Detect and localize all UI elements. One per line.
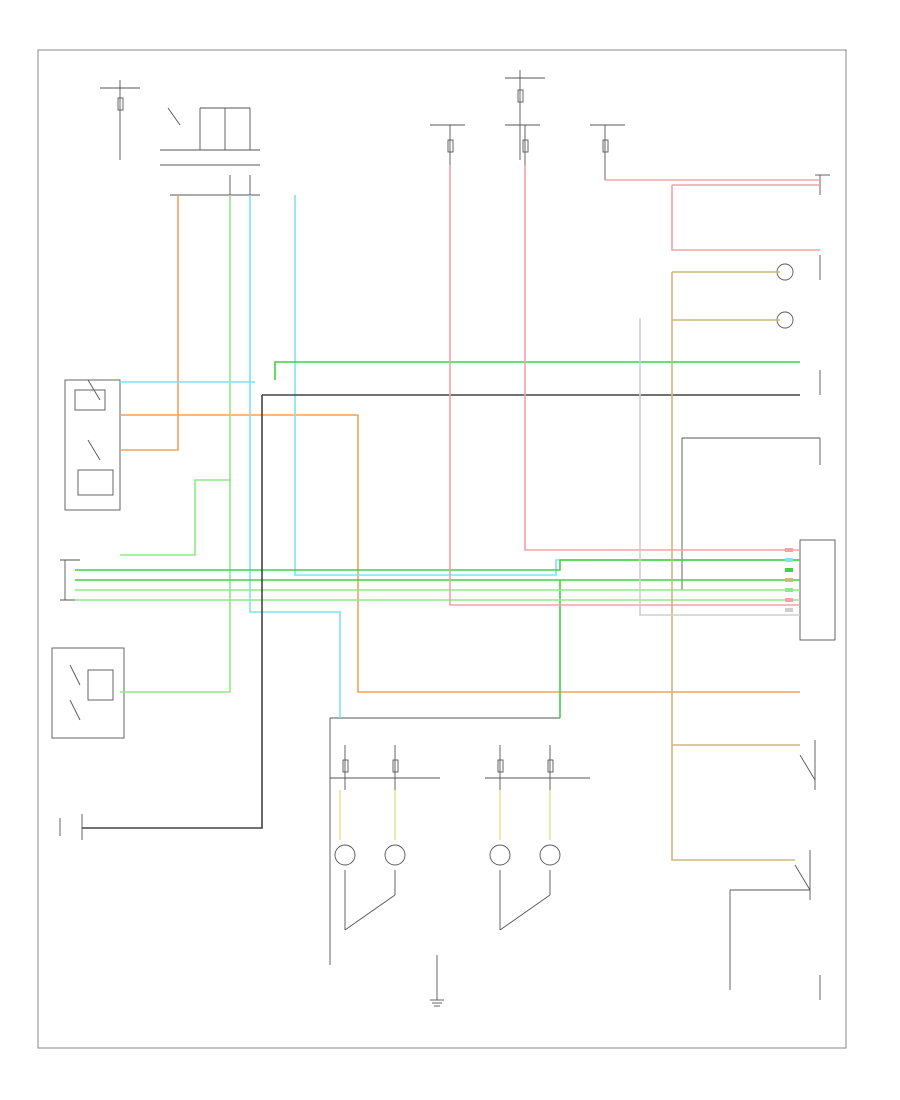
wire-green-4 [75, 589, 800, 601]
wire-pink-1 [449, 165, 800, 606]
lamp-group-right [485, 745, 590, 931]
wire-gray-cluster [639, 318, 800, 616]
wire-cyan-2 [294, 195, 800, 576]
switches-right-bottom [729, 740, 821, 1000]
indicator-lamps-right [776, 255, 821, 395]
wire-light-green-1 [120, 195, 231, 693]
lamp-group-left [329, 717, 560, 965]
wire-green-1 [274, 361, 800, 380]
instrument-cluster-box [681, 437, 836, 641]
fuse-block-top-center [430, 70, 545, 165]
wire-cyan-1 [249, 195, 341, 718]
cluster-pin-marks [785, 548, 793, 612]
wire-pink-3 [605, 179, 820, 251]
wire-pink-2 [524, 165, 800, 551]
diagram-frame [37, 49, 847, 1049]
fuse-block-top-right [590, 124, 625, 180]
ground-symbol [430, 955, 444, 1007]
headlamp-switch-block [64, 379, 121, 511]
wire-green-3 [75, 579, 800, 718]
fuse-block-top-left [100, 80, 260, 196]
wire-orange [120, 195, 800, 693]
wire-lamp-feeds [339, 790, 551, 840]
wire-tan-1 [671, 271, 800, 861]
wire-black-1 [82, 394, 800, 829]
wire-green-2 [75, 559, 800, 571]
ground-connector-left [59, 814, 83, 840]
light-switch-block [51, 647, 125, 739]
